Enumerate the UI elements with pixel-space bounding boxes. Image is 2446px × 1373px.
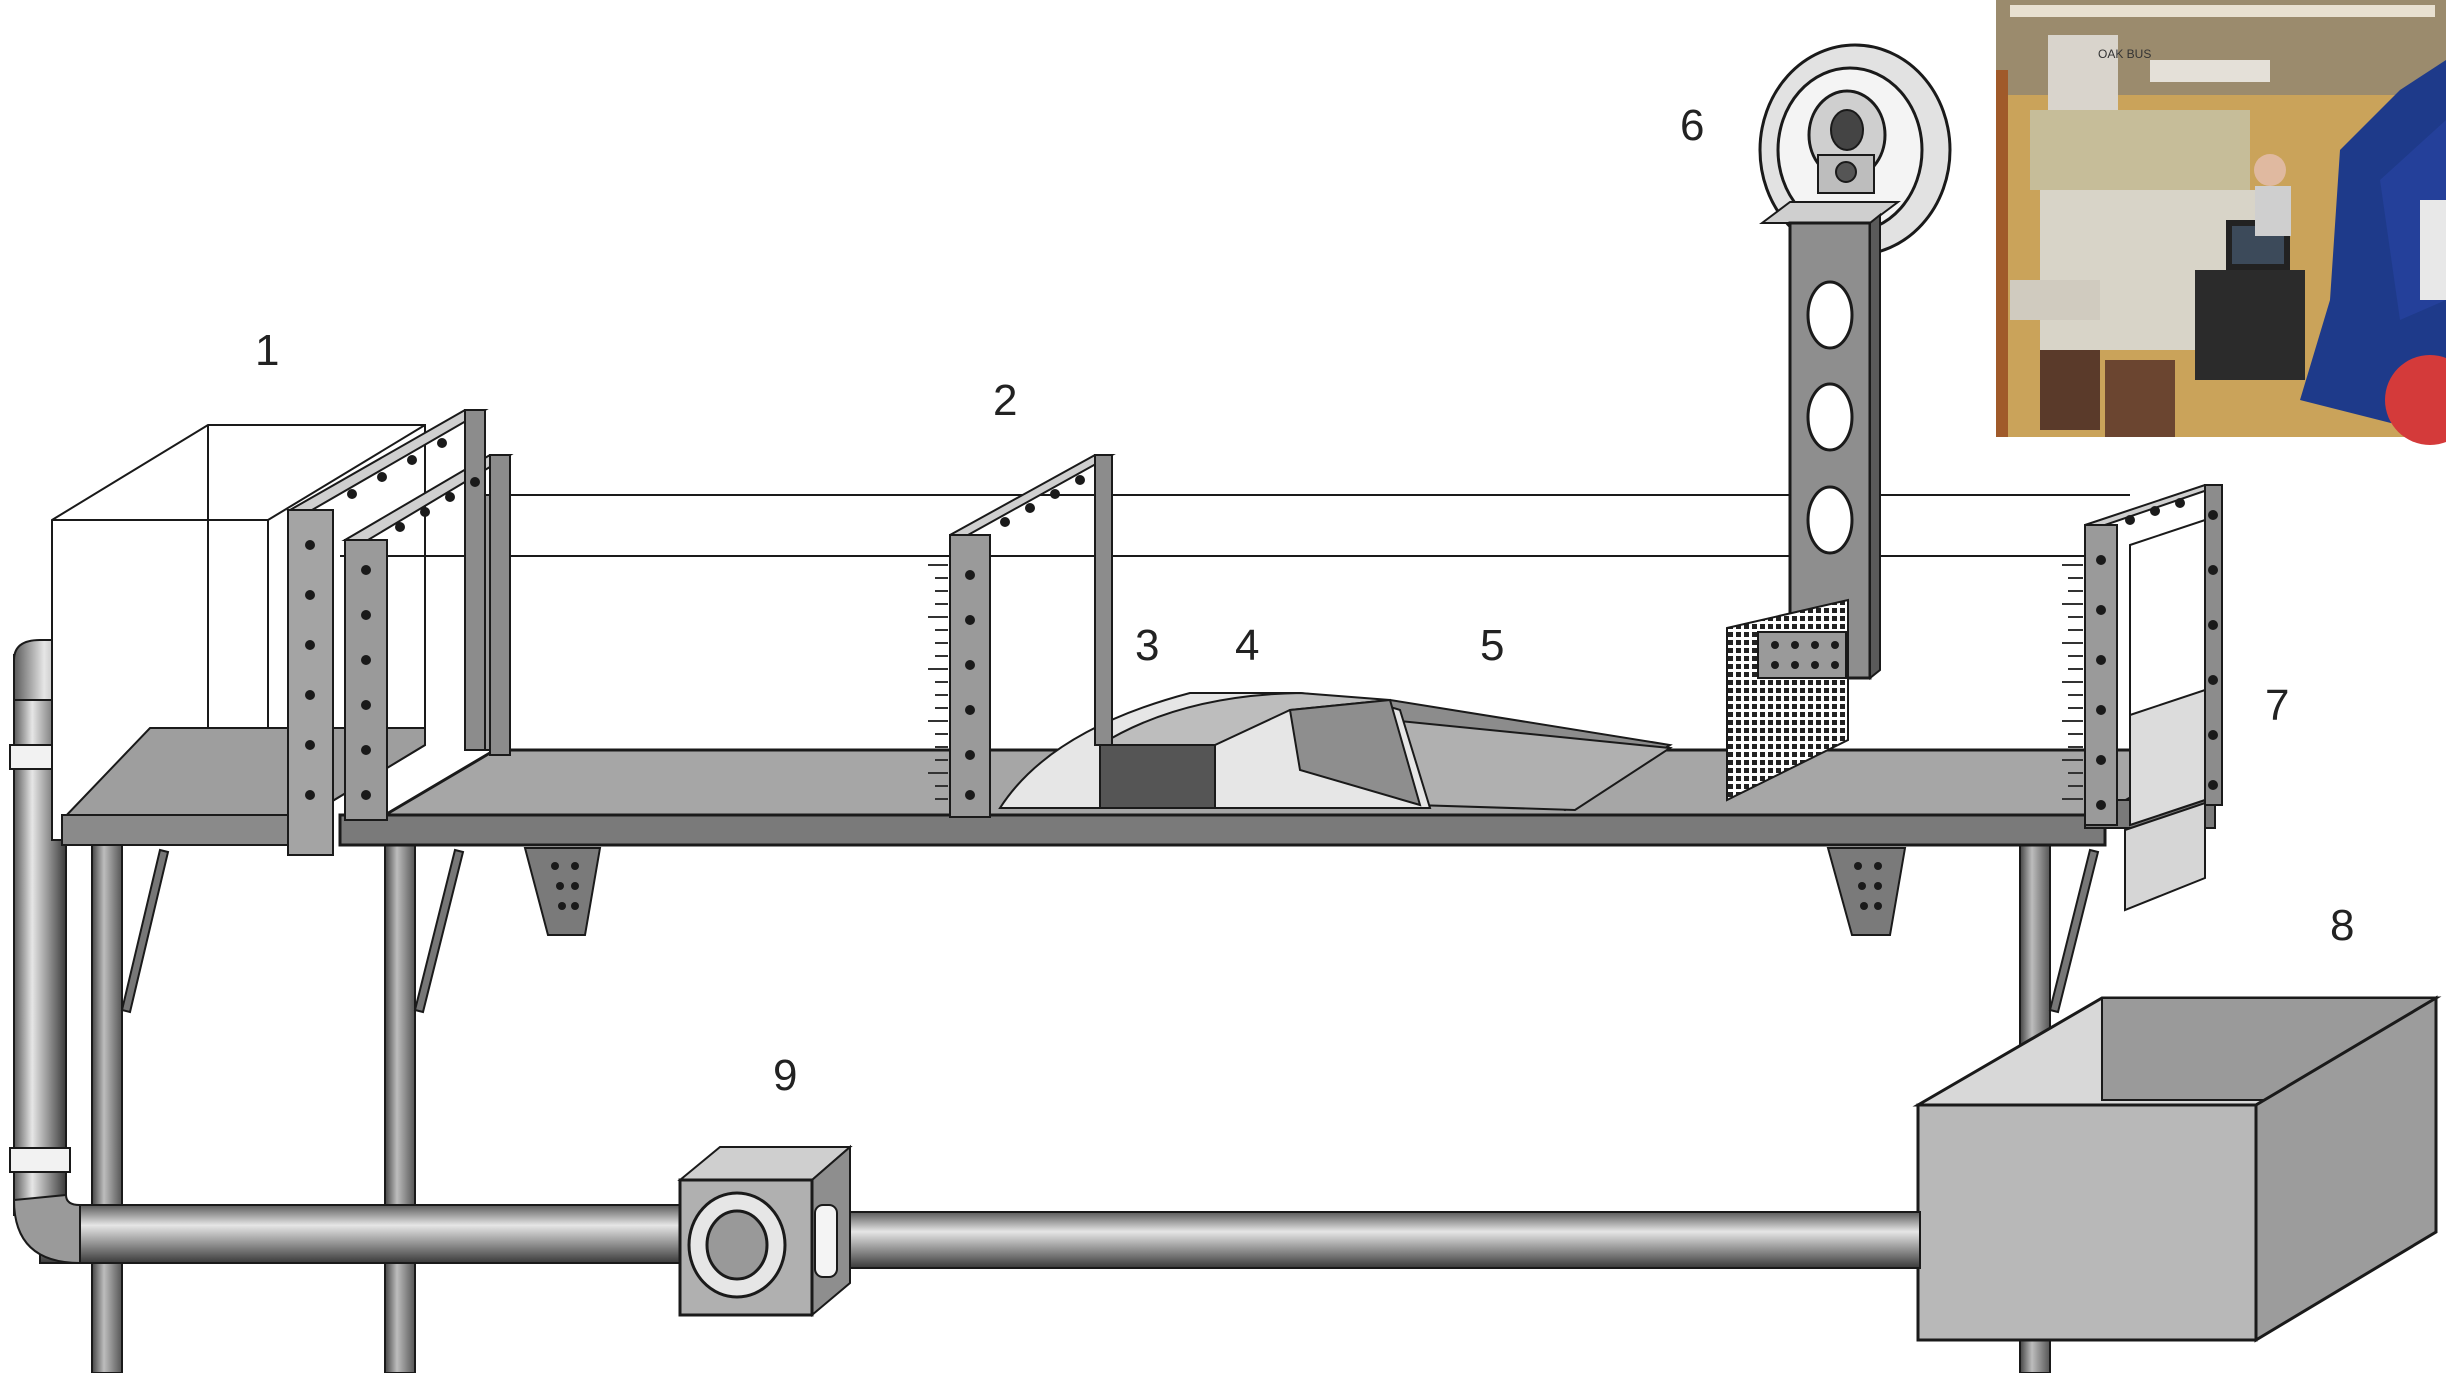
component-labels: 1 2 3 4 5 6 7 8 9	[255, 101, 2354, 1100]
label-7: 7	[2265, 681, 2289, 730]
support-brackets	[523, 847, 1907, 936]
label-8: 8	[2330, 901, 2354, 950]
label-6: 6	[1680, 101, 1704, 150]
table-legs	[91, 844, 2100, 1373]
outlet-tailgate	[2062, 484, 2223, 912]
label-9: 9	[773, 1051, 797, 1100]
label-1: 1	[255, 326, 279, 375]
label-3: 3	[1135, 621, 1159, 670]
pump	[677, 1144, 853, 1318]
inlet-flanges	[286, 409, 514, 856]
label-4: 4	[1235, 621, 1259, 670]
sump-tank	[1912, 995, 2442, 1343]
inset-sign-text: OAK BUS	[2098, 47, 2151, 61]
label-5: 5	[1480, 621, 1504, 670]
hump-model	[998, 691, 1673, 812]
lab-photo-inset: OAK BUS	[1996, 0, 2446, 445]
cable-reel-mount	[1726, 43, 1952, 802]
sluice-gate-frame	[928, 454, 1116, 818]
label-2: 2	[993, 376, 1017, 425]
